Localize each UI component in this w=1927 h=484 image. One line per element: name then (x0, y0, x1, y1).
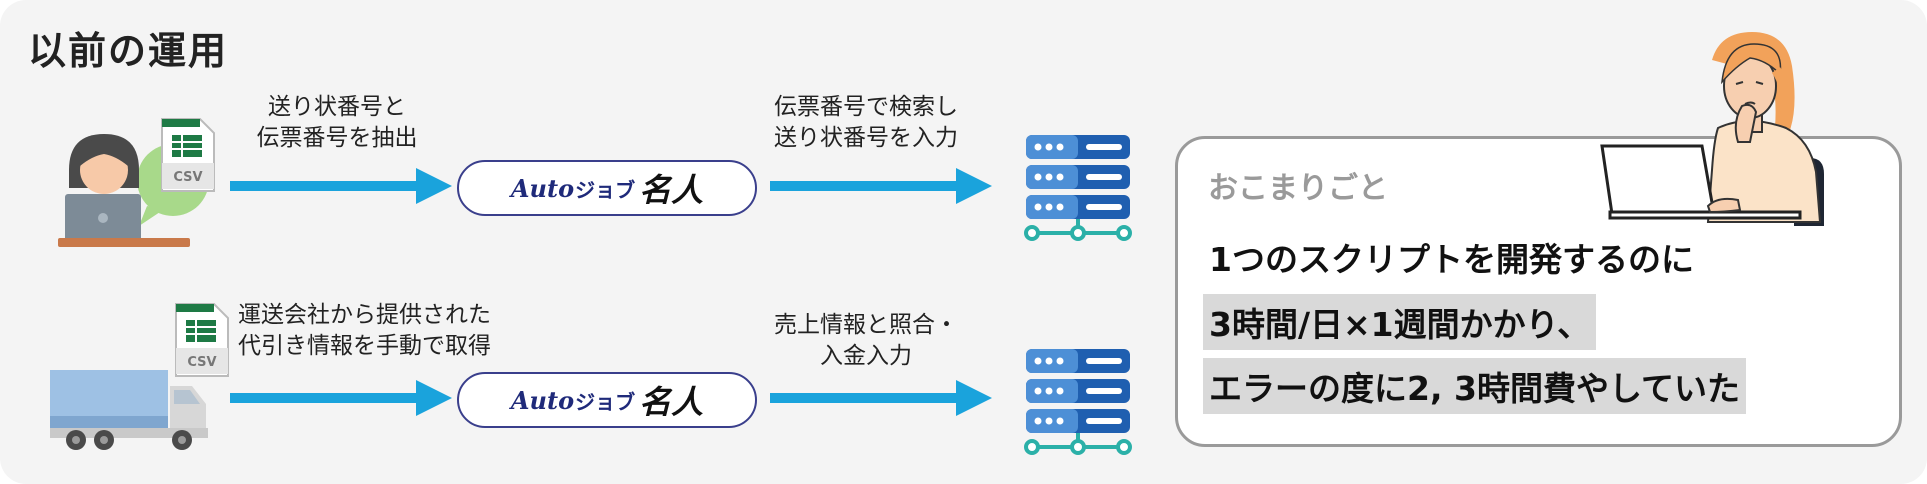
tool-logo-latin: Auto (510, 173, 575, 203)
row1-input-label: 送り状番号と 伝票番号を抽出 (232, 92, 442, 154)
row1-output-label-line1: 伝票番号で検索し (774, 94, 958, 120)
page-title: 以前の運用 (28, 29, 229, 73)
row2-output-label-line2: 入金入力 (820, 343, 912, 369)
csv-file-icon: CSV (175, 303, 229, 377)
csv-file-label: CSV (173, 170, 202, 185)
row1-input-label-line1: 送り状番号と (268, 94, 406, 120)
row2-autojob-tool: Auto ジョブ 名人 (457, 372, 757, 428)
server-icon (1024, 135, 1132, 241)
row1-output-label: 伝票番号で検索し 送り状番号を入力 (760, 92, 972, 154)
tool-logo-brush: 名人 (639, 383, 704, 421)
trouble-title: おこまりごと (1208, 171, 1388, 206)
row2-output-label-line1: 売上情報と照合・ (774, 312, 958, 338)
trouble-line-3: エラーの度に2, 3時間費やしていた (1203, 358, 1746, 414)
row1-arrow-to-tool (230, 168, 452, 204)
tool-logo-latin: Auto (510, 385, 575, 415)
row1-output-label-line2: 送り状番号を入力 (774, 125, 958, 151)
trouble-line-2: 3時間/日×1週間かかり、 (1203, 294, 1597, 350)
row1-arrow-to-server (770, 168, 992, 204)
tool-logo-brush: 名人 (639, 171, 704, 209)
delivery-truck-icon (50, 370, 208, 450)
tool-logo-kana: ジョブ (575, 177, 636, 202)
row2-input-label-line2: 代引き情報を手動で取得 (238, 333, 491, 359)
csv-file-label: CSV (187, 355, 216, 370)
row2-output-label: 売上情報と照合・ 入金入力 (760, 310, 972, 372)
trouble-line-1: 1つのスクリプトを開発するのに (1209, 240, 1694, 279)
row1-autojob-tool: Auto ジョブ 名人 (457, 160, 757, 216)
row1-input-label-line2: 伝票番号を抽出 (256, 125, 418, 151)
tool-logo-kana: ジョブ (575, 389, 636, 414)
row2-input-label-line1: 運送会社から提供された (238, 302, 491, 328)
row2-arrow-to-tool (230, 380, 452, 416)
thinking-woman-icon (1600, 32, 1824, 226)
row2-arrow-to-server (770, 380, 992, 416)
server-icon (1024, 349, 1132, 455)
csv-file-icon: CSV (161, 118, 215, 192)
row2-input-label: 運送会社から提供された 代引き情報を手動で取得 (238, 300, 528, 362)
